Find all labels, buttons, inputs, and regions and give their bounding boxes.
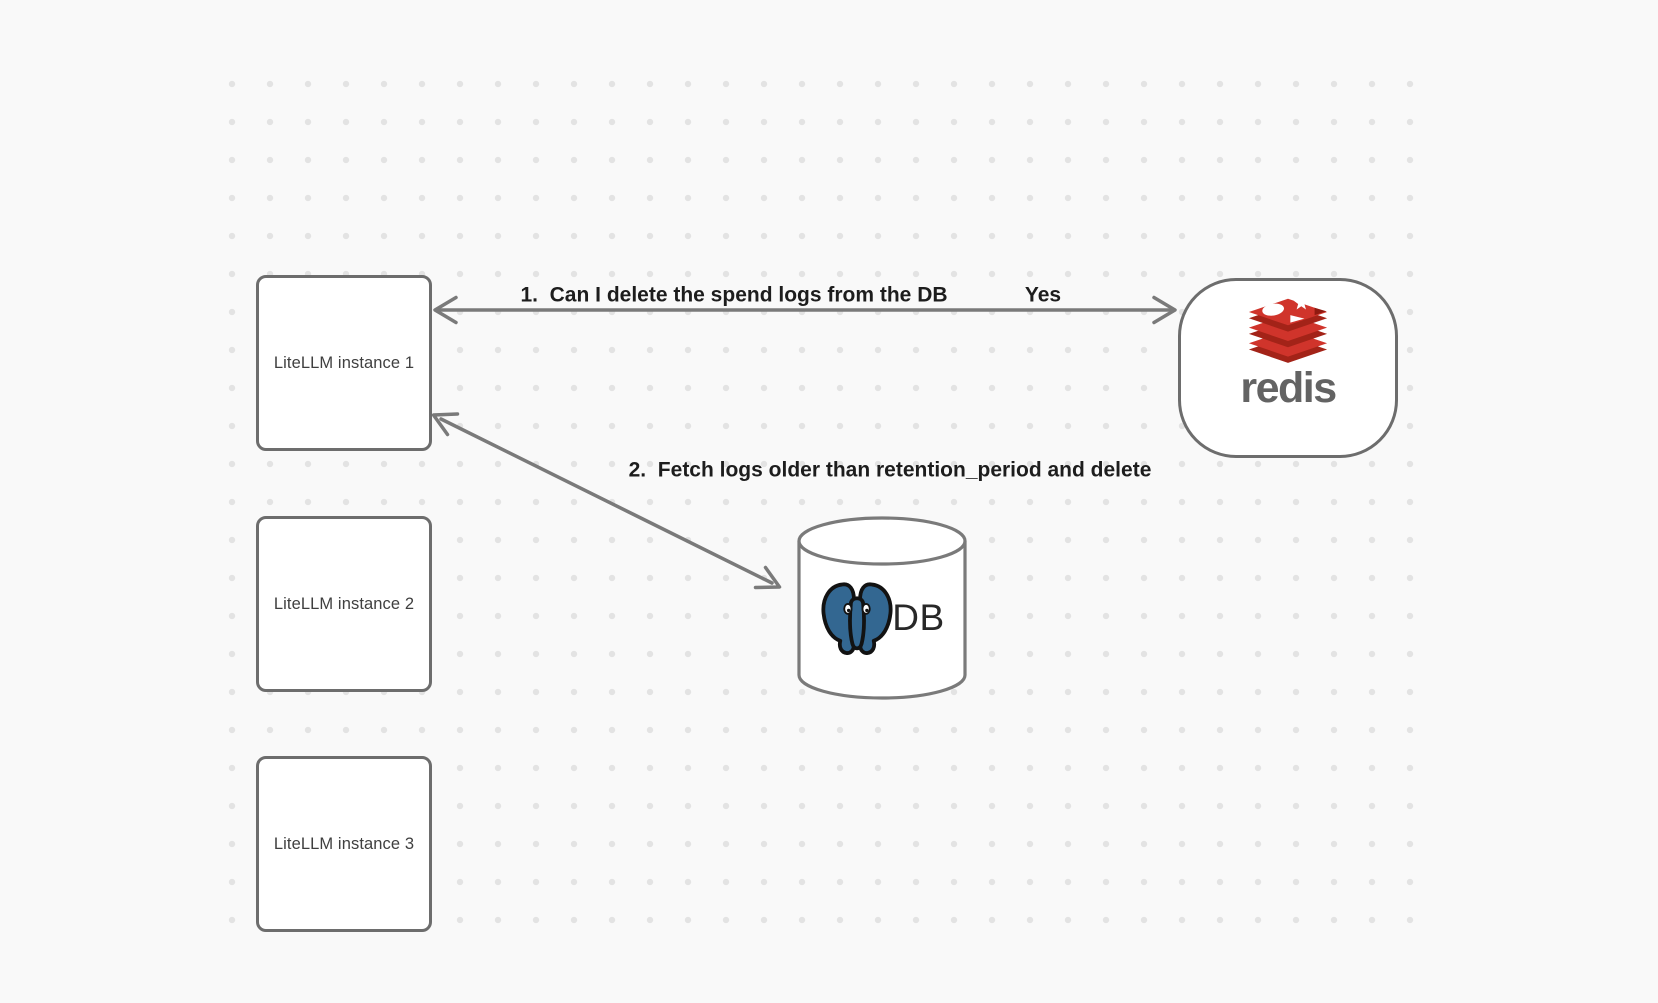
node-litellm-instance-2-label: LiteLLM instance 2 [273,594,415,613]
node-litellm-instance-1-label: LiteLLM instance 1 [273,353,415,372]
edge-redis-answer-label: Yes [1024,283,1062,307]
redis-stack-icon [1248,294,1328,363]
node-litellm-instance-2: LiteLLM instance 2 [256,516,432,692]
node-redis: redis [1178,278,1398,458]
postgresql-elephant-icon [821,582,893,655]
edge-redis-arrowhead-left [433,295,458,325]
node-redis-label: redis [1240,364,1337,412]
node-db-label: DB [892,597,945,638]
node-db: DB [796,515,968,701]
edge-db-arrowhead-top [431,412,460,437]
node-db-content: DB [808,577,956,659]
node-litellm-instance-1: LiteLLM instance 1 [256,275,432,451]
edge-db-label: 2. Fetch logs older than retention_perio… [628,458,1152,482]
edge-redis-label: 1. Can I delete the spend logs from the … [520,283,948,307]
node-litellm-instance-3-label: LiteLLM instance 3 [273,834,415,853]
node-litellm-instance-3: LiteLLM instance 3 [256,756,432,932]
edge-db-arrowhead-bottom [753,565,782,590]
edge-redis-arrowhead-right [1152,295,1177,325]
edge-db-line [439,417,774,585]
